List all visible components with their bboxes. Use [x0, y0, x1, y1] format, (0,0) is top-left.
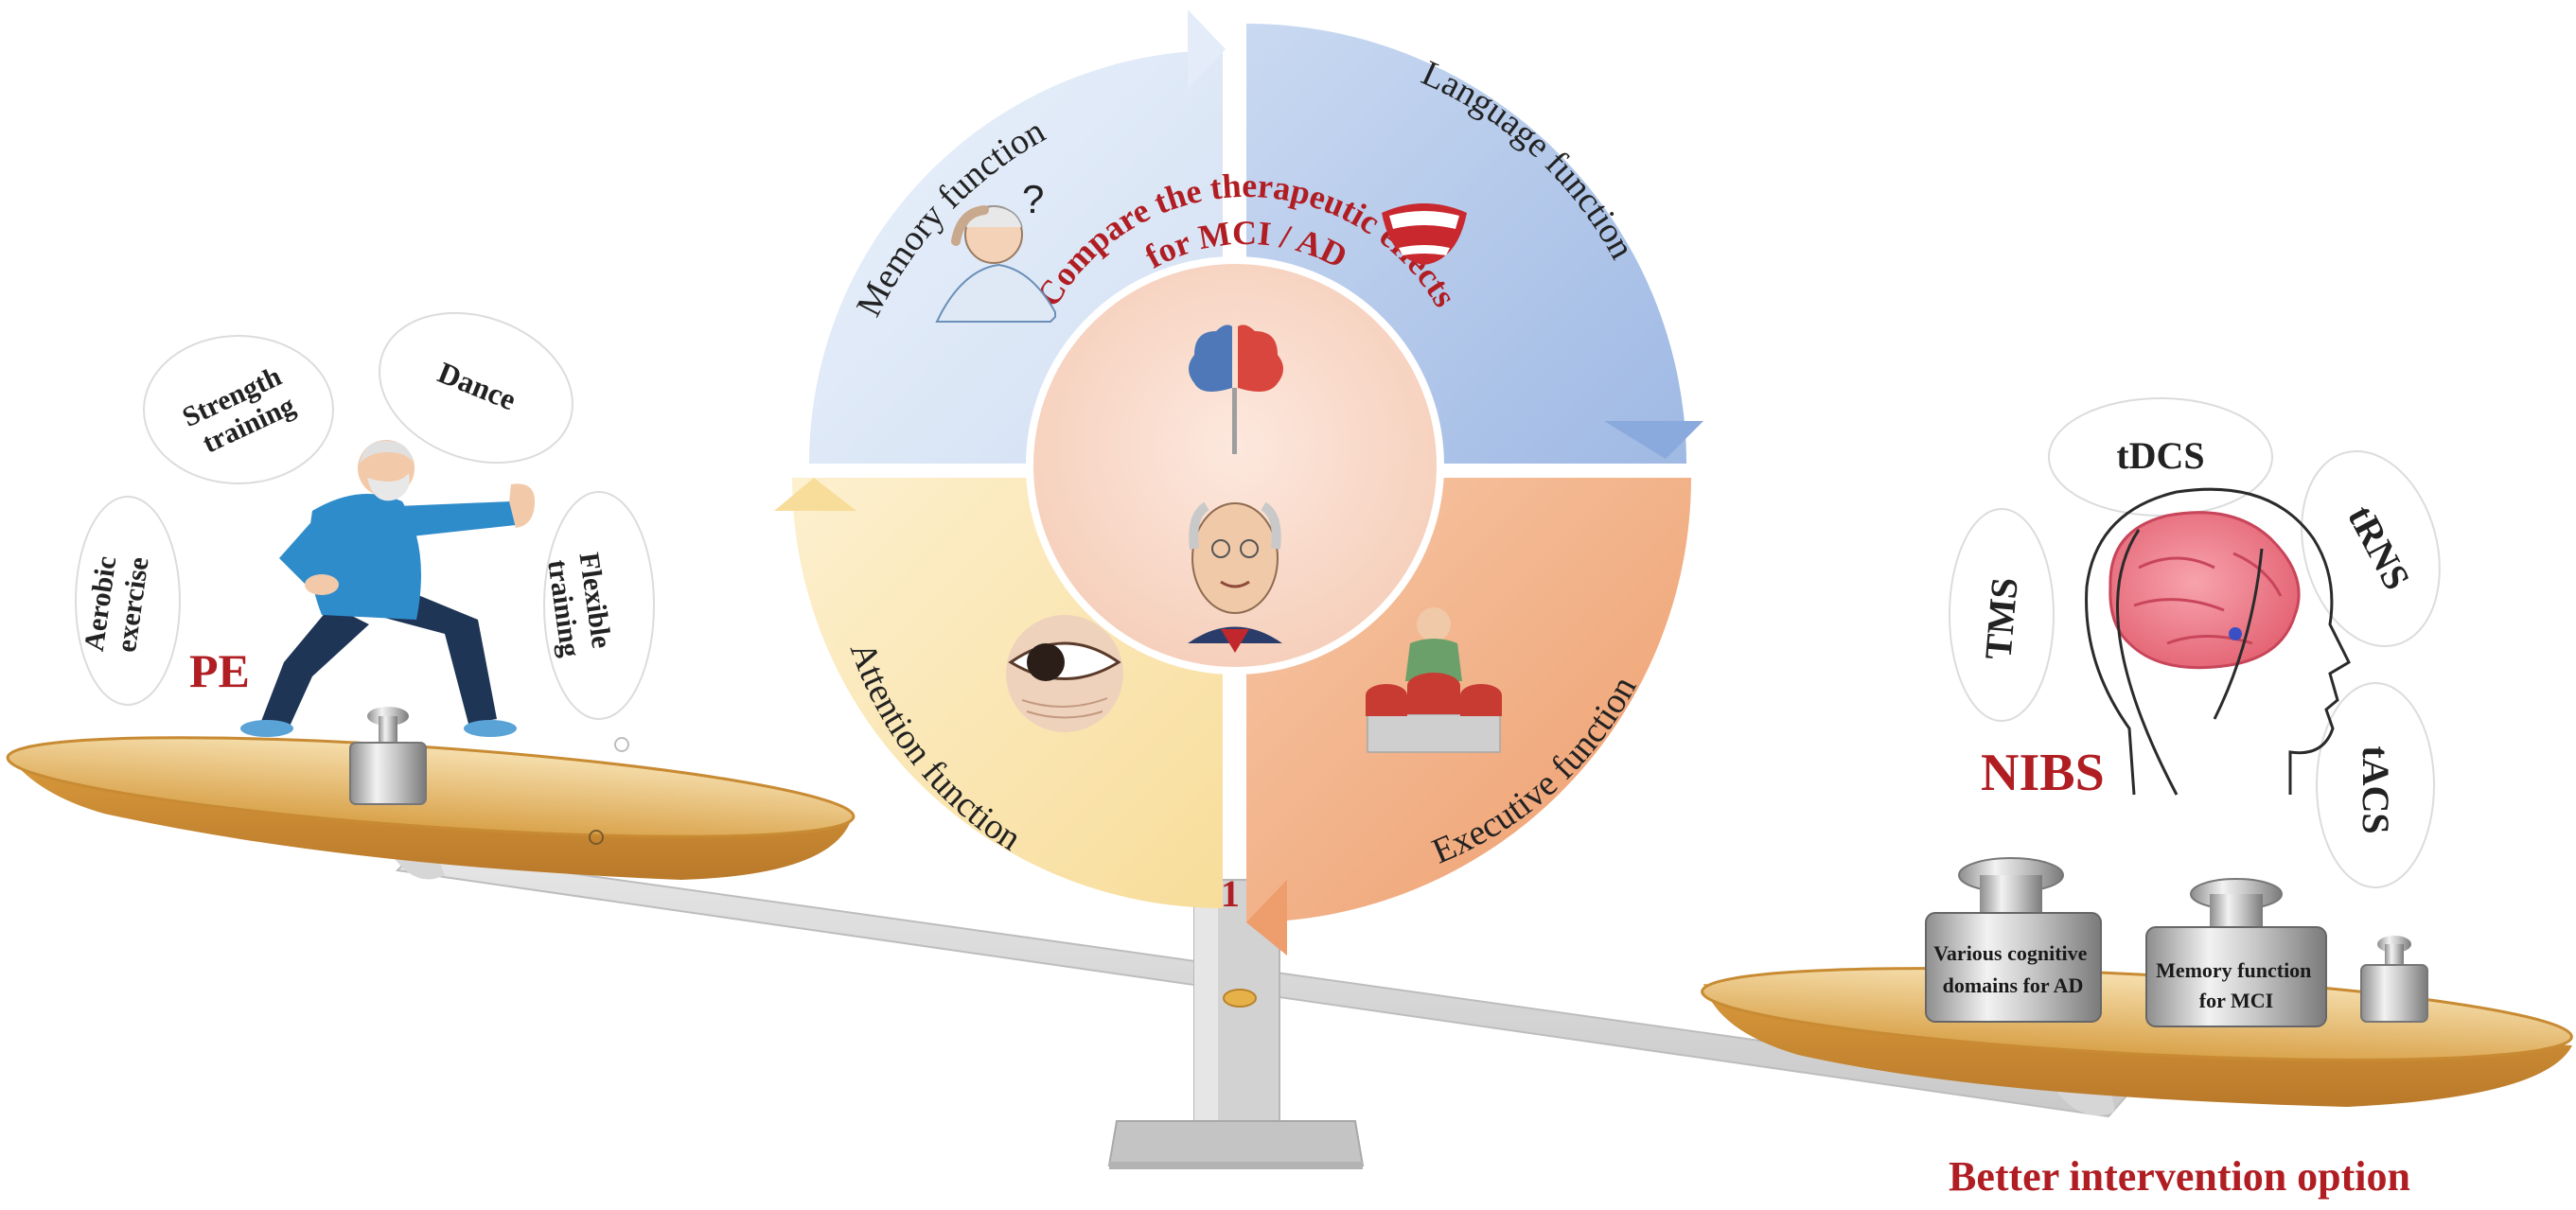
pe-bubbles: Aerobic exercise Strength training Dance… — [75, 311, 655, 752]
bubble-strength-training — [143, 335, 334, 484]
better-intervention-option-label: Better intervention option — [1949, 1153, 2410, 1200]
bubble-tacs — [2316, 682, 2435, 888]
nibs-bubbles: tDCS tRNS TMS tACS — [1949, 397, 2441, 888]
tms-label: TMS — [1976, 576, 2025, 661]
center-circle — [1026, 256, 1444, 675]
executive-arrow-head — [1246, 880, 1287, 956]
bubble-tdcs — [2048, 397, 2273, 517]
elderly-man-exercising-icon — [240, 440, 535, 737]
left-pan — [6, 736, 856, 880]
brain-two-hemispheres-icon — [1189, 324, 1283, 454]
confused-elder-icon: ? — [935, 177, 1056, 323]
eye-icon — [1006, 615, 1123, 732]
pe-label: PE — [189, 644, 250, 697]
memory-arrow-head — [1188, 9, 1226, 90]
tacs-label: tACS — [2355, 745, 2397, 833]
weight-memory-function-mci: Memory function for MCI — [2145, 878, 2327, 1027]
head-with-brain-icon — [2085, 487, 2351, 796]
bubble-tms — [1949, 508, 2055, 722]
aerobic-exercise-label: Aerobic exercise — [79, 547, 155, 658]
attention-arrow-head — [774, 478, 856, 511]
bubble-aerobic-exercise — [75, 496, 181, 706]
pillar-mark: 1 — [1221, 872, 1240, 915]
tdcs-label: tDCS — [2116, 434, 2204, 477]
weight-various-cognitive-domains: Various cognitive domains for AD — [1925, 857, 2102, 1023]
question-mark: ? — [1022, 177, 1044, 221]
right-pan — [1701, 967, 2573, 1107]
language-arrow-head — [1604, 421, 1703, 459]
scale-base — [1107, 1120, 1365, 1166]
right-small-weight — [2360, 936, 2428, 1023]
bubble-flexible-training — [543, 491, 655, 720]
elder-at-table-icon — [1366, 607, 1502, 753]
left-small-weight — [349, 707, 427, 805]
bubble-trns — [2301, 449, 2441, 648]
svg-text:Memory function for MCI: Memory function for MCI — [2156, 958, 2317, 1012]
elderly-man-face-icon — [1169, 501, 1301, 653]
cognitive-domains-wheel: Compare the therapeutic effects for MCI … — [774, 9, 1703, 956]
mouth-icon — [1382, 203, 1467, 265]
svg-text:Various cognitive domain: Various cognitive domains for AD — [1933, 941, 2092, 997]
pillar-pivot — [1223, 989, 1257, 1008]
nibs-label: NIBS — [1981, 744, 2105, 802]
bubble-dance — [379, 311, 573, 465]
